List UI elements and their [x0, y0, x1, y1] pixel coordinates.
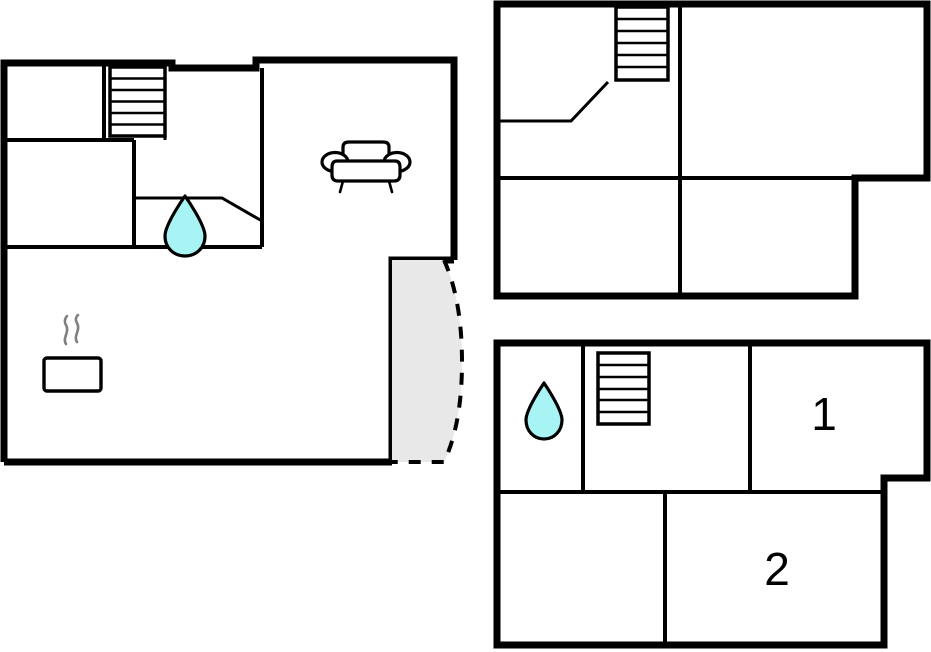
sofa-icon	[320, 140, 412, 194]
plan-bottom-right: 1 2	[493, 339, 931, 649]
outer-wall-left-plan	[0, 56, 458, 466]
room-number-2: 2	[764, 543, 790, 595]
room-number-1: 1	[811, 388, 837, 440]
outer-wall-bottom-right-plan	[493, 339, 931, 649]
interior-walls-top-right-plan	[497, 4, 927, 296]
terrace-fill	[392, 260, 462, 462]
water-drop-icon	[163, 194, 207, 258]
plan-left	[0, 56, 465, 466]
wall-bathroom-top	[134, 196, 263, 223]
interior-walls-bottom-right-plan	[497, 343, 884, 645]
stairs-icon	[596, 351, 651, 426]
plan-top-right	[493, 0, 931, 300]
cooking-pot-icon	[42, 313, 103, 393]
stairs-icon	[614, 5, 670, 82]
wall-diagonal-under-stairs	[497, 80, 610, 123]
terrace-dashed-edge	[392, 259, 465, 464]
interior-walls-left-plan	[4, 63, 264, 249]
terrace-area	[392, 259, 465, 464]
water-drop-icon	[524, 381, 564, 441]
outer-wall-top-right-plan	[493, 0, 931, 300]
stairs-icon	[108, 65, 167, 138]
